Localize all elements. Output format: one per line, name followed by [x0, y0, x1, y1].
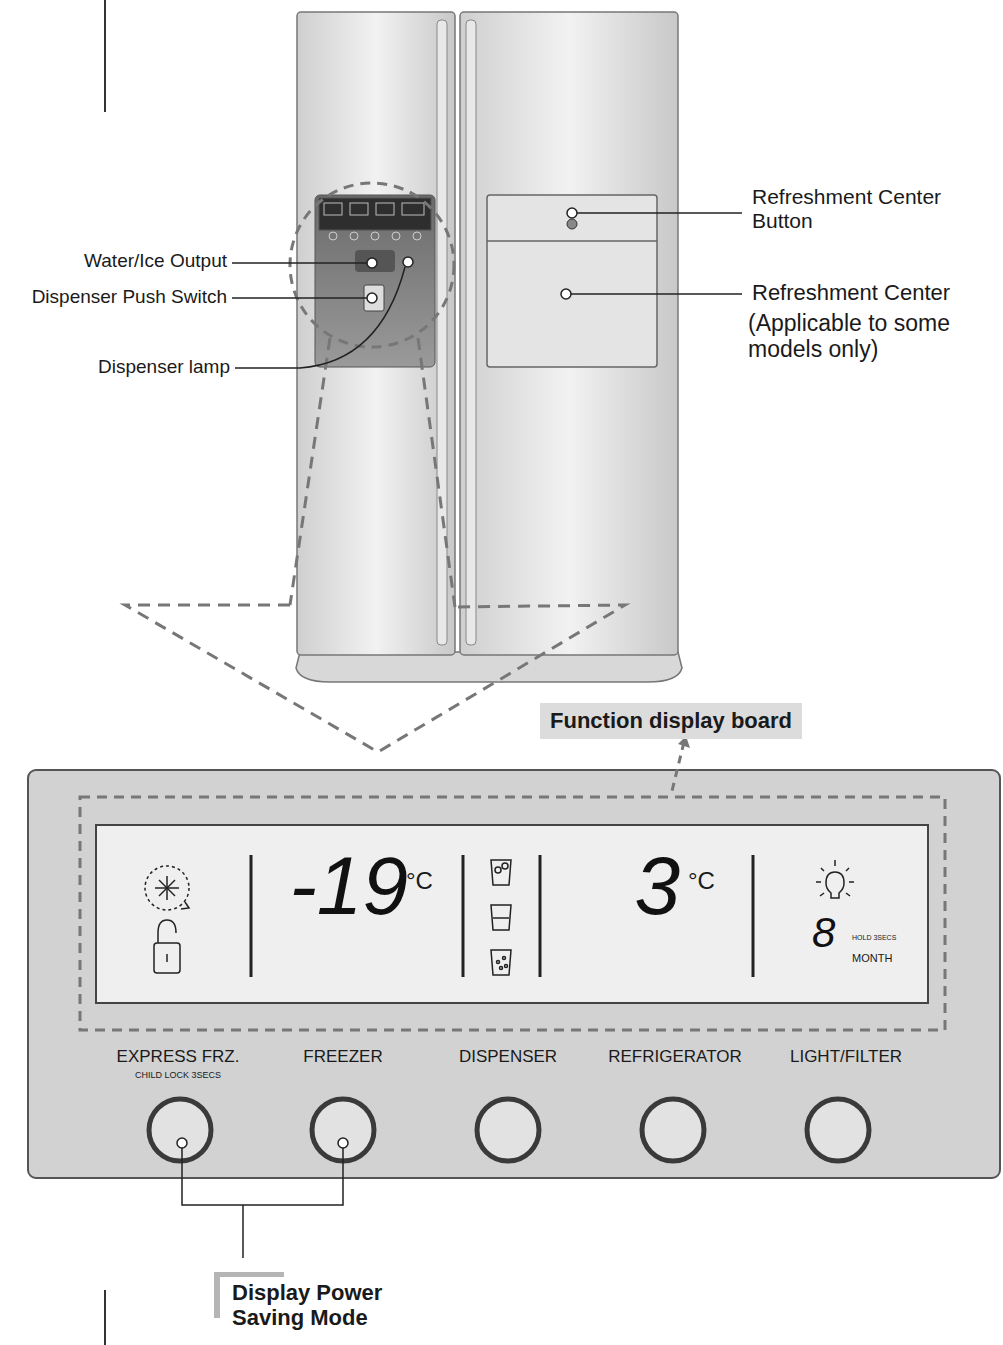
note: (Applicable to some models only): [748, 311, 998, 363]
button-label: FREEZER: [273, 1047, 413, 1066]
display-digits: -19: [258, 845, 408, 927]
display-digits: 8: [812, 912, 846, 954]
label-box: Function display board: [540, 703, 802, 739]
button-label: LIGHT/FILTER: [766, 1047, 926, 1066]
button-label: REFRIGERATOR: [585, 1047, 765, 1066]
button-label: EXPRESS FRZ.: [98, 1047, 258, 1066]
part-name: Water/Ice Output: [20, 250, 227, 271]
part-name: Refreshment Center Button: [752, 185, 982, 232]
display-digits: 3: [590, 845, 680, 927]
unit: °C: [688, 868, 728, 895]
indicator-text: HOLD 3SECS: [852, 934, 922, 942]
callout-title: Display Power Saving Mode: [232, 1281, 397, 1330]
indicator-text: MONTH: [852, 952, 922, 964]
button-label: CHILD LOCK 3SECS: [98, 1070, 258, 1080]
part-name: Dispenser lamp: [40, 356, 230, 377]
part-name: Dispenser Push Switch: [4, 286, 227, 307]
part-name: Refreshment Center: [752, 281, 997, 306]
unit: °C: [406, 868, 446, 895]
box-title: Function display board: [550, 708, 792, 733]
button-label: DISPENSER: [428, 1047, 588, 1066]
